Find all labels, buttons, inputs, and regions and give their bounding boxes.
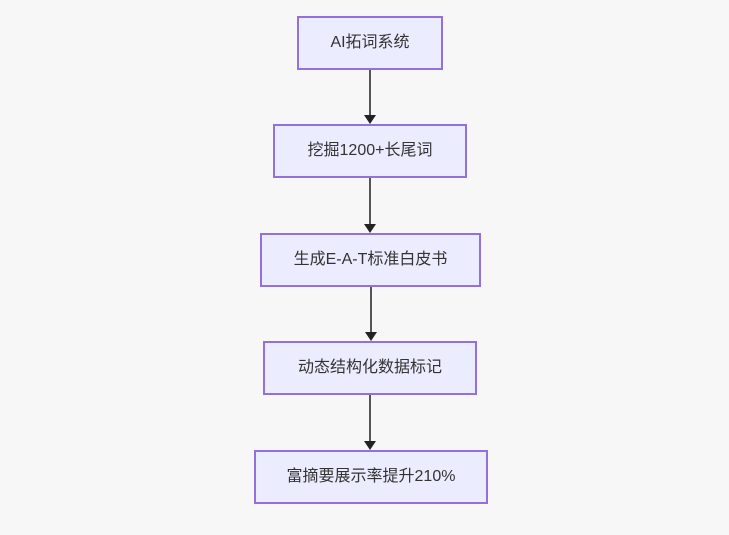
- flowchart-edge-n4-n5: [369, 395, 371, 441]
- flowchart-node-n4: 动态结构化数据标记: [263, 341, 477, 395]
- arrowhead-icon: [364, 115, 376, 124]
- node-label: 挖掘1200+长尾词: [307, 142, 433, 160]
- flowchart-edge-n3-n4: [370, 287, 372, 332]
- arrowhead-icon: [364, 441, 376, 450]
- node-label: 富摘要展示率提升210%: [286, 468, 456, 486]
- node-label: 生成E-A-T标准白皮书: [293, 251, 448, 269]
- arrowhead-icon: [364, 224, 376, 233]
- flowchart-node-n2: 挖掘1200+长尾词: [273, 124, 467, 178]
- node-label: 动态结构化数据标记: [297, 359, 442, 377]
- flowchart-node-n1: AI拓词系统: [297, 16, 443, 70]
- arrowhead-icon: [365, 332, 377, 341]
- flowchart-node-n3: 生成E-A-T标准白皮书: [260, 233, 481, 287]
- node-label: AI拓词系统: [330, 34, 410, 52]
- flowchart-edge-n2-n3: [369, 178, 371, 224]
- flowchart-node-n5: 富摘要展示率提升210%: [254, 450, 488, 504]
- flowchart-edge-n1-n2: [369, 70, 371, 115]
